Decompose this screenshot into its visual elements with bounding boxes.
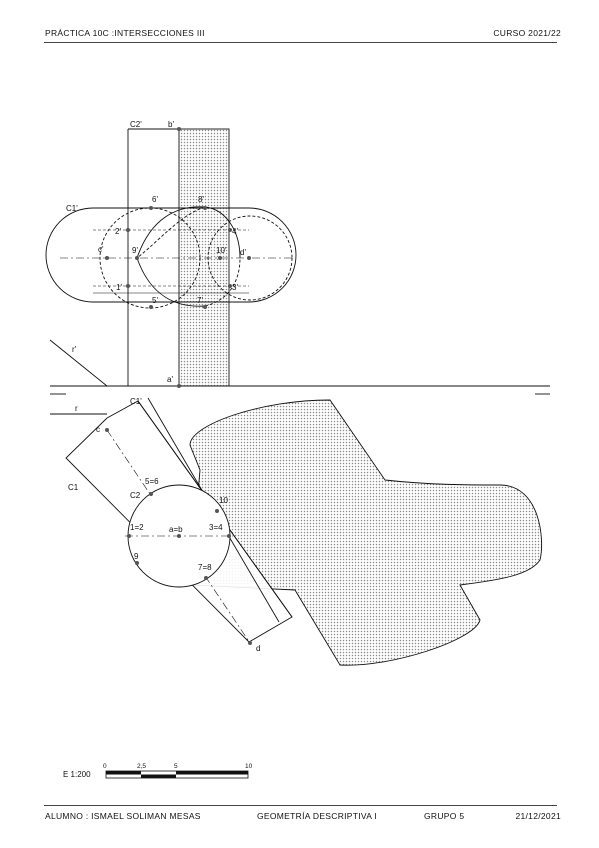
label-p4: 4' <box>232 227 238 236</box>
intersection-curve-right <box>136 206 206 259</box>
label-c: c' <box>98 245 104 254</box>
label-plan-p12: 1=2 <box>130 523 144 532</box>
label-plan-p78: 7=8 <box>198 563 212 572</box>
label-p9: 9' <box>132 246 138 255</box>
scale-label: E 1:200 <box>63 770 91 779</box>
scale-tick-10: 10 <box>245 763 253 770</box>
label-d: d' <box>240 248 246 257</box>
plan-view <box>50 393 550 666</box>
scale-tick-5: 5 <box>174 763 178 770</box>
scale-tick-2-5: 2,5 <box>137 763 146 770</box>
label-c1p: C1' <box>66 204 78 213</box>
label-plan-p9: 9 <box>134 552 139 561</box>
label-p8: 8' <box>198 195 204 204</box>
label-plan-r: r <box>75 404 78 413</box>
scale-bar: E 1:200 0 2,5 5 10 <box>63 763 253 779</box>
date-label: 21/12/2021 <box>515 811 561 821</box>
label-p10: 10' <box>216 246 227 255</box>
label-p7: 7' <box>197 296 203 305</box>
label-plan-c2: C2 <box>130 491 141 500</box>
label-p5: 5' <box>152 296 158 305</box>
label-plan-c1: C1 <box>68 483 79 492</box>
elevation-labels: C2' b' C1' 6' 8' 2' 4' c' 9' 10' d' 1' 3… <box>66 120 246 384</box>
label-p2: 2' <box>115 227 121 236</box>
plan-labels: r C1' c C1 5=6 C2 10 1=2 a=b 3=4 9 7=8 d <box>68 397 260 653</box>
label-plan-p34: 3=4 <box>209 523 223 532</box>
cylinder-c1-elevation <box>45 207 297 303</box>
label-plan-ab: a=b <box>169 525 183 534</box>
label-p3: 3' <box>232 283 238 292</box>
sheet-title: PRÁCTICA 10C :INTERSECCIONES III <box>45 28 205 38</box>
label-ap: a' <box>167 375 173 384</box>
label-plan-c: c <box>96 425 100 434</box>
label-p1: 1' <box>116 283 122 292</box>
footer-rule <box>44 805 557 806</box>
scale-tick-0: 0 <box>103 763 107 770</box>
label-plan-p10: 10 <box>219 496 228 505</box>
group-label: GRUPO 5 <box>424 811 465 821</box>
prism-c2-plan-shaded <box>189 399 543 666</box>
line-r-elevation <box>49 339 108 387</box>
label-plan-c1p: C1' <box>130 397 142 406</box>
elevation-view <box>45 127 550 388</box>
label-plan-p56: 5=6 <box>145 477 159 486</box>
label-r: r' <box>72 345 77 354</box>
label-plan-d: d <box>256 644 260 653</box>
student-name: ALUMNO : ISMAEL SOLIMAN MESAS <box>45 811 201 821</box>
label-p6: 6' <box>152 195 158 204</box>
label-c2p: C2' <box>130 120 142 129</box>
subject-name: GEOMETRÍA DESCRIPTIVA I <box>257 811 378 821</box>
header-rule <box>44 42 557 43</box>
label-bp: b' <box>168 120 174 129</box>
course-label: CURSO 2021/22 <box>493 28 561 38</box>
